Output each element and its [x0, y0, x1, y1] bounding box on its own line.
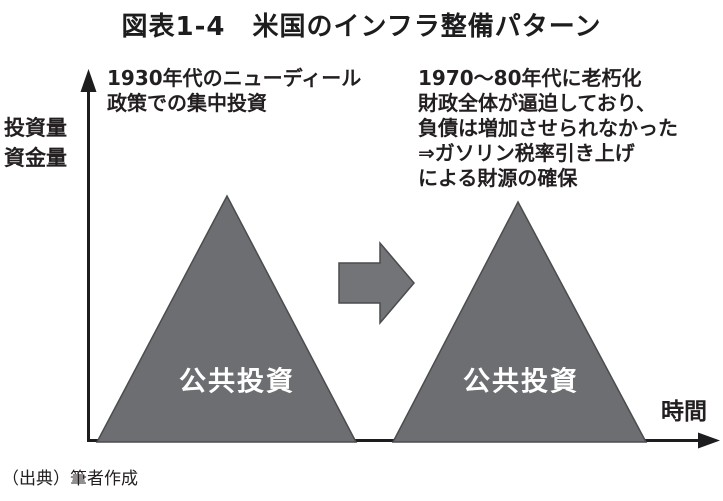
left-triangle-label: 公共投資 — [179, 366, 295, 398]
annotation-1930s-new-deal: 1930年代のニューディール 政策での集中投資 — [107, 66, 362, 115]
y-axis-arrowhead-icon — [80, 69, 97, 92]
y-axis-label: 投資量 資金量 — [4, 116, 67, 170]
x-axis-arrowhead-icon — [698, 432, 720, 449]
x-axis-label: 時間 — [661, 399, 707, 425]
figure-title: 図表1-4 米国のインフラ整備パターン — [121, 12, 602, 42]
right-arrow-icon — [338, 240, 415, 326]
right-investment-triangle — [391, 200, 648, 443]
annotation-1970s-80s-aging: 1970〜80年代に老朽化 財政全体が逼迫しており、 負債は増加させられなかった… — [418, 66, 678, 190]
right-triangle-label: 公共投資 — [463, 366, 579, 398]
source-note: （出典）筆者作成 — [2, 469, 138, 489]
left-investment-triangle — [95, 194, 358, 443]
